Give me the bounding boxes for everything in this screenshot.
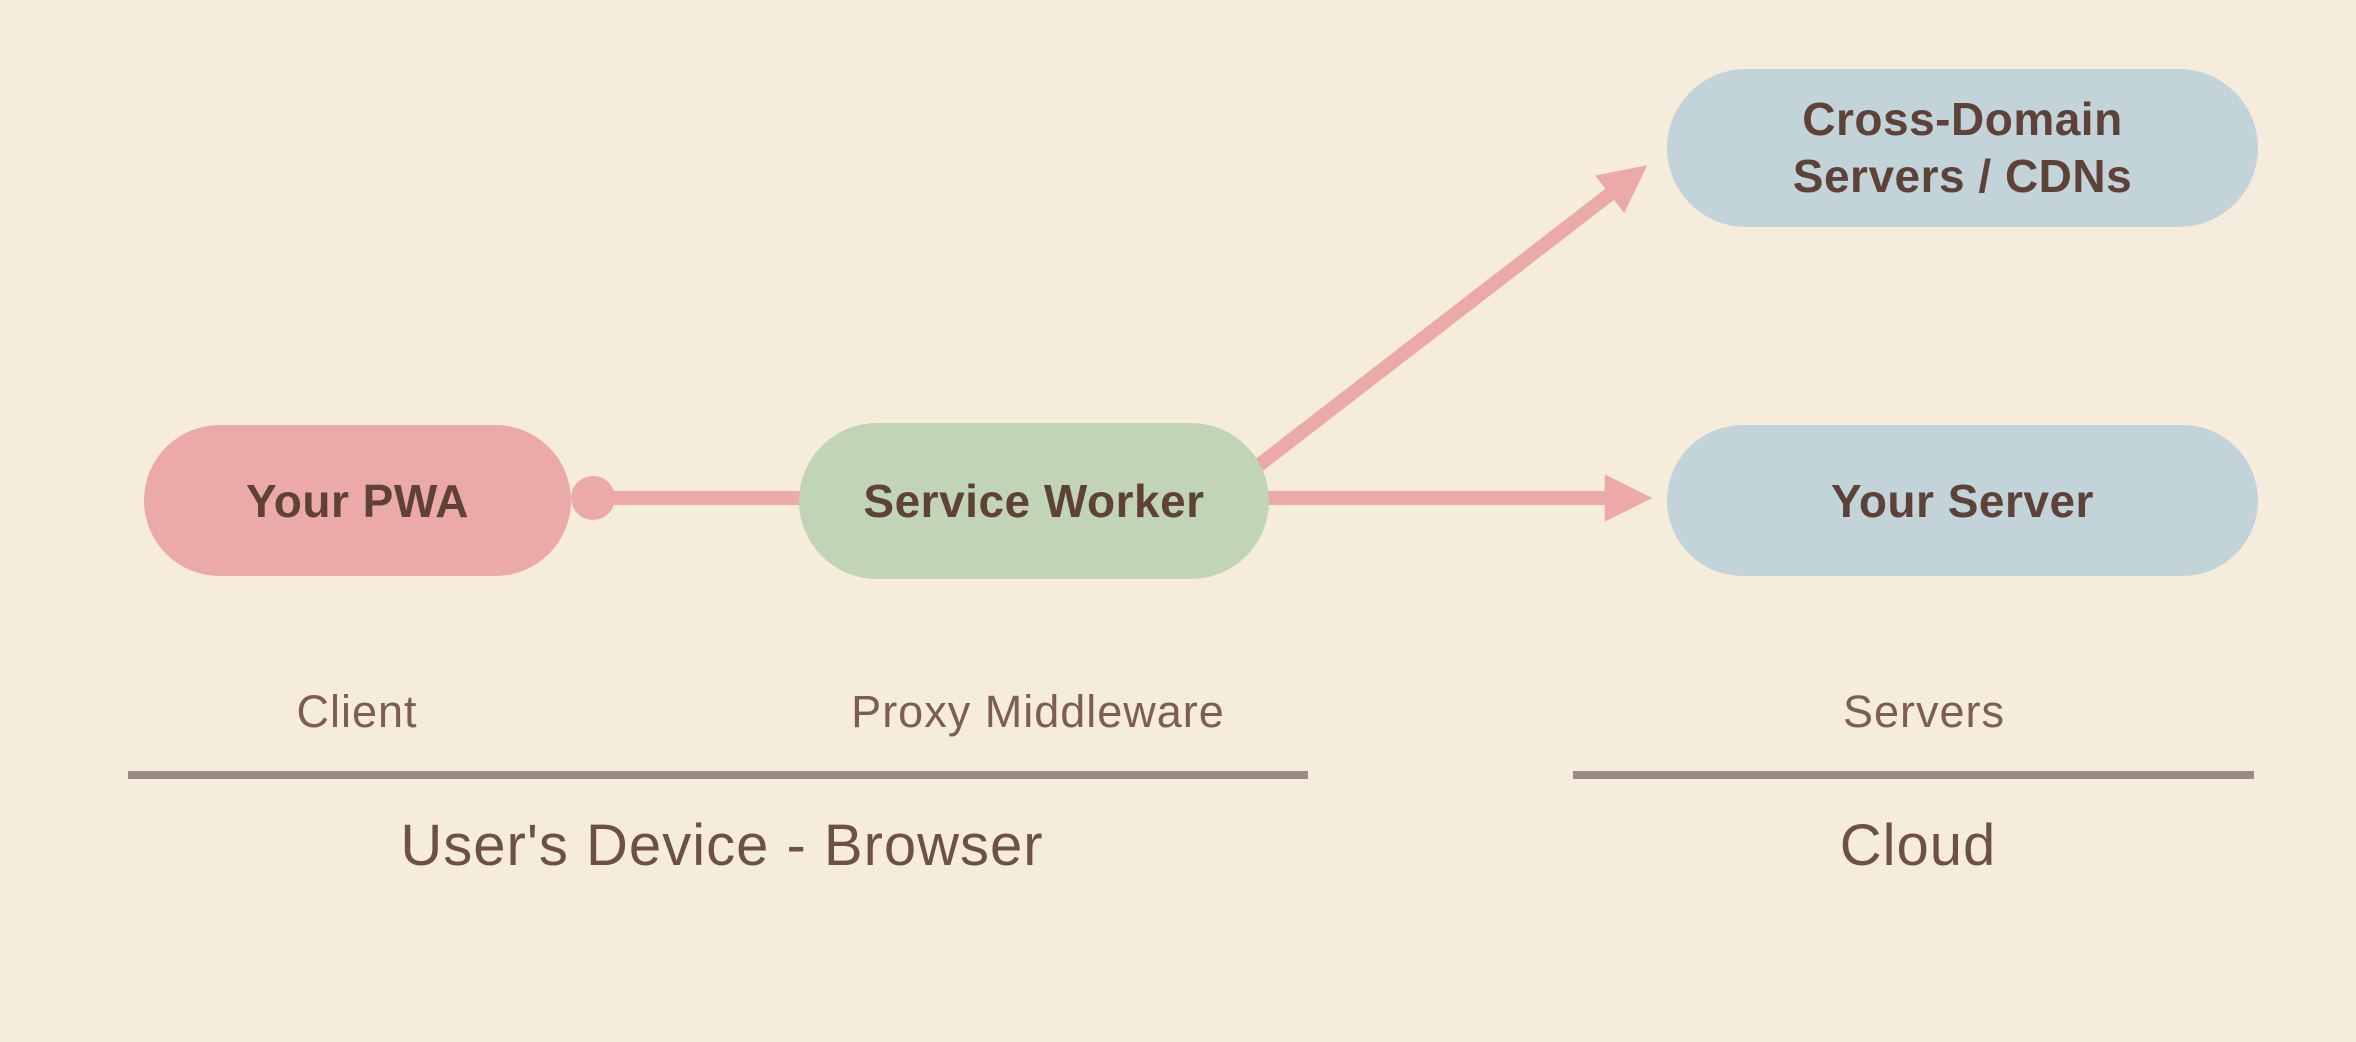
role-label-proxy-middleware: Proxy Middleware (851, 686, 1225, 737)
node-your-pwa: Your PWA (144, 425, 571, 576)
node-cross-domain-servers: Cross-Domain Servers / CDNs (1667, 69, 2258, 227)
zone-label-users-device: User's Device - Browser (400, 813, 1044, 878)
divider-users-device (128, 771, 1308, 779)
role-label-client: Client (296, 686, 418, 737)
zone-label-cloud: Cloud (1839, 813, 1997, 878)
node-service-worker: Service Worker (799, 423, 1269, 579)
role-label-servers: Servers (1842, 686, 2006, 737)
divider-cloud (1573, 771, 2254, 779)
pwa-connector-dot (571, 476, 615, 520)
node-cross-domain-label-line1: Cross-Domain (1802, 92, 2123, 145)
node-your-pwa-label: Your PWA (246, 474, 469, 527)
node-cross-domain-label-line2: Servers / CDNs (1792, 150, 2133, 202)
node-your-server-label: Your Server (1831, 474, 2094, 527)
serviceworker-to-cdn-arrow (1245, 165, 1648, 478)
node-your-server: Your Server (1667, 425, 2258, 576)
node-service-worker-label: Service Worker (863, 475, 1205, 527)
